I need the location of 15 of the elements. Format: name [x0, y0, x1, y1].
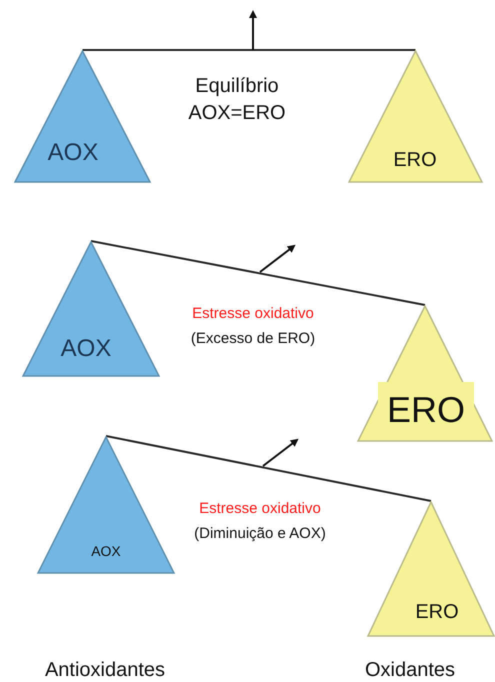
balance-beam [82, 49, 416, 51]
text-label: (Diminuição e AOX) [193, 525, 327, 544]
text-label: Antioxidantes [44, 658, 166, 682]
text-label: (Excesso de ERO) [190, 330, 316, 349]
text-label: Equilíbrio [194, 74, 280, 99]
triangle-label: AOX [90, 542, 122, 561]
triangle-label: AOX [60, 334, 112, 364]
text-label: AOX=ERO [187, 101, 287, 126]
balance-beam [90, 240, 426, 306]
triangle-label: ERO [414, 600, 460, 625]
text-label: Estresse oxidativo [191, 305, 315, 324]
balance-beam [106, 435, 432, 502]
text-label: Estresse oxidativo [198, 500, 322, 519]
triangle-label: AOX [46, 138, 100, 168]
text-label: Oxidantes [364, 658, 456, 682]
